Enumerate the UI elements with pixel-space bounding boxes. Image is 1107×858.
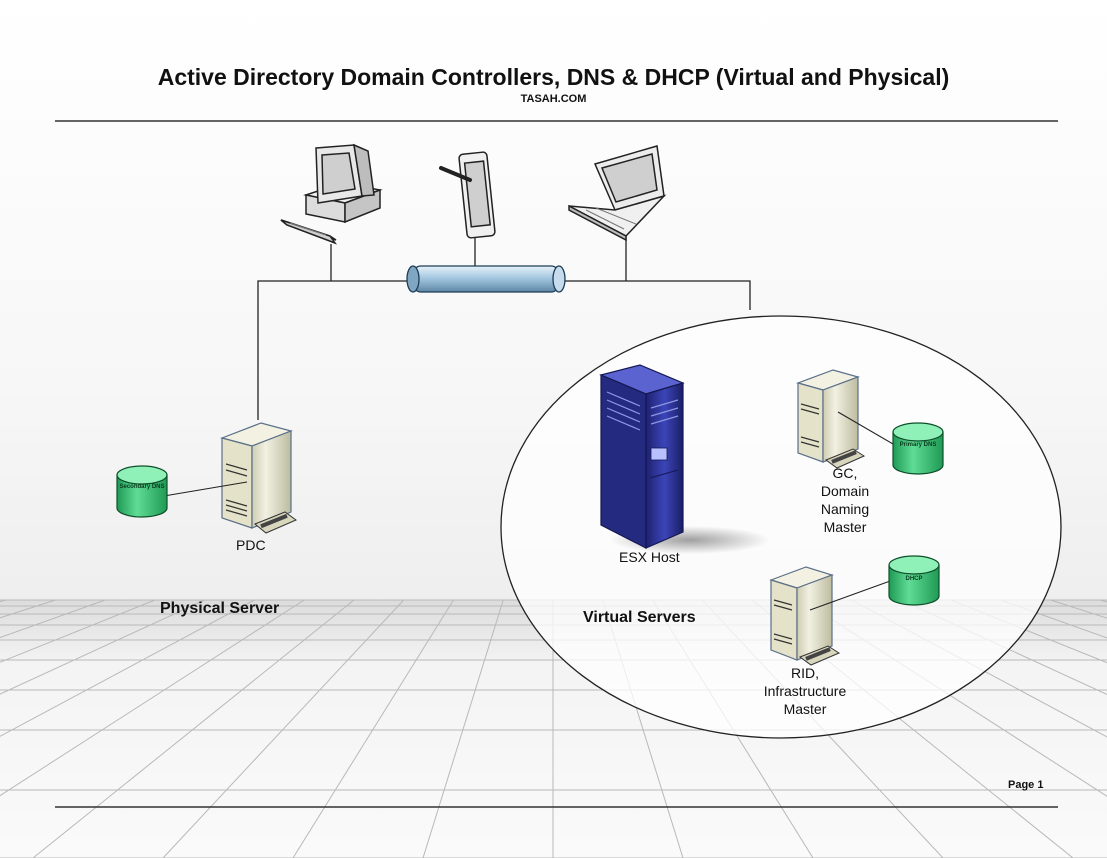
page-title: Active Directory Domain Controllers, DNS… xyxy=(157,64,950,90)
rid-label-line: Infrastructure xyxy=(763,683,847,699)
secondary-dns-label: Secondary DNS xyxy=(119,484,165,490)
floor-grid-line xyxy=(0,599,255,737)
floor-grid-line xyxy=(0,599,156,663)
laptop-icon xyxy=(568,145,667,242)
pdc-label: PDC xyxy=(236,537,266,553)
store-connectors xyxy=(163,411,894,611)
physical-server-group-label: Physical Server xyxy=(160,600,280,617)
primary-dns-cylinder xyxy=(892,422,944,475)
floor-grid-line xyxy=(0,599,205,695)
floor-grid-line xyxy=(422,599,504,858)
floor-grid-line xyxy=(950,599,1107,664)
floor-grid-line xyxy=(32,599,355,858)
network-backbone-bus xyxy=(406,265,566,293)
page-subtitle: TASAH.COM xyxy=(520,93,587,105)
gc-label-line: GC, xyxy=(832,465,858,481)
floor-grid-line xyxy=(0,599,305,797)
gc-label-line: Master xyxy=(823,519,867,535)
gc-server-icon xyxy=(796,369,866,469)
esx-host-label: ESX Host xyxy=(619,549,680,565)
rid-label: RID, Infrastructure Master xyxy=(750,664,860,718)
esx-host-server-icon xyxy=(599,364,770,554)
tablet-icon xyxy=(439,151,496,239)
rid-label-line: Master xyxy=(783,701,827,717)
pdc-server-icon xyxy=(220,422,298,534)
virtual-servers-group-label: Virtual Servers xyxy=(583,609,696,626)
floor-grid-line xyxy=(162,599,405,858)
secondary-dns-cylinder xyxy=(116,465,168,518)
gc-label-line: Naming xyxy=(820,501,870,517)
dhcp-cylinder xyxy=(888,555,940,606)
rid-server-icon xyxy=(769,566,841,666)
dhcp-label: DHCP xyxy=(905,576,923,582)
esx-vents xyxy=(606,391,679,431)
rid-label-line: RID, xyxy=(791,665,819,681)
gc-label: GC, Domain Naming Master xyxy=(795,464,895,536)
page-number: Page 1 xyxy=(1008,779,1044,791)
floor-grid-line xyxy=(292,599,454,858)
gc-label-line: Domain xyxy=(820,483,870,499)
primary-dns-label: Primary DNS xyxy=(899,442,937,448)
desktop-computer-icon xyxy=(280,143,383,245)
